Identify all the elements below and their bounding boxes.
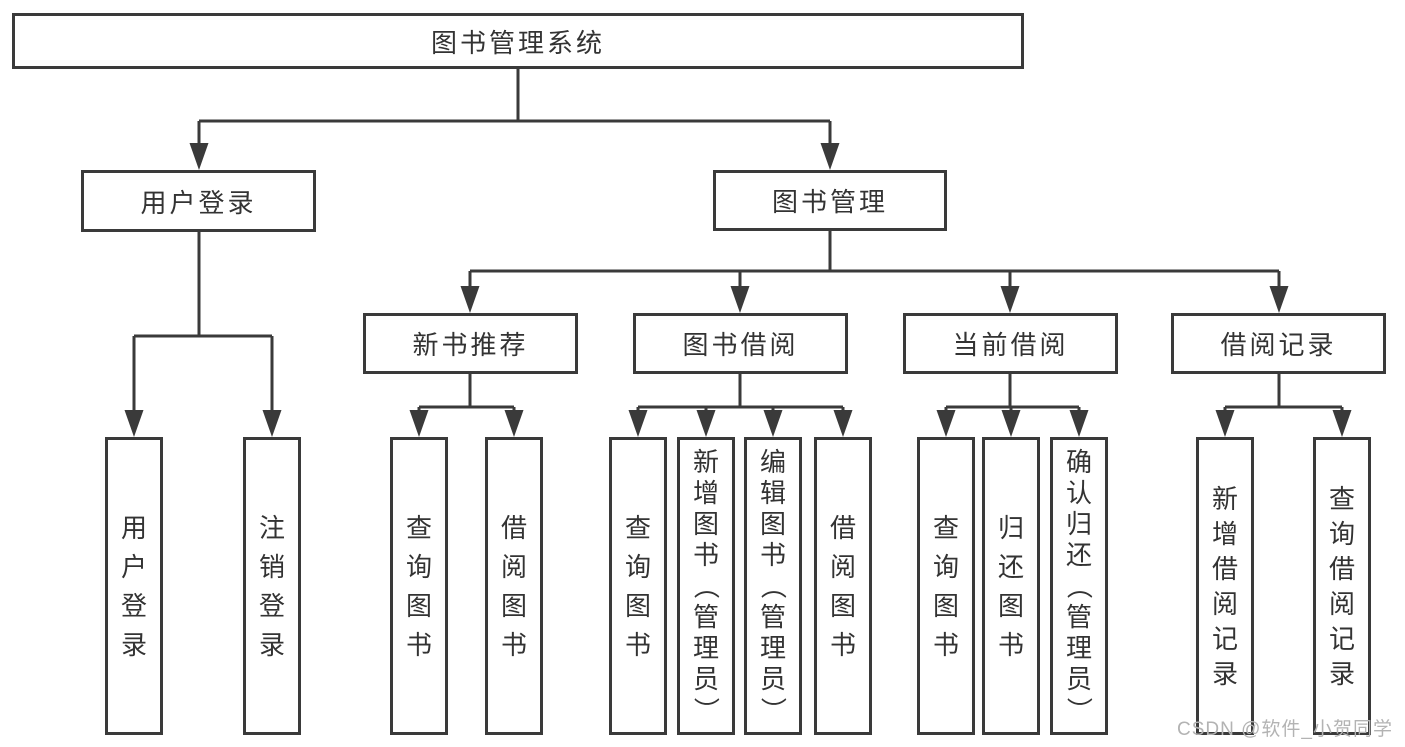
leaf-add-book-admin: 新增图书（管理员） bbox=[677, 437, 735, 735]
node-user-login: 用户登录 bbox=[81, 170, 316, 232]
leaf-logout: 注销登录 bbox=[243, 437, 301, 735]
leaf-edit-book-admin: 编辑图书（管理员） bbox=[744, 437, 802, 735]
node-book-management: 图书管理 bbox=[713, 170, 947, 231]
leaf-borrow-books: 借阅图书 bbox=[814, 437, 872, 735]
node-current-borrow: 当前借阅 bbox=[903, 313, 1118, 374]
leaf-return-books: 归还图书 bbox=[982, 437, 1040, 735]
node-borrow-records: 借阅记录 bbox=[1171, 313, 1386, 374]
csdn-watermark: CSDN @软件_小贺同学 bbox=[1177, 719, 1393, 740]
node-new-book-recommend: 新书推荐 bbox=[363, 313, 578, 374]
leaf-add-borrow-record: 新增借阅记录 bbox=[1196, 437, 1254, 735]
leaf-query-borrow-record: 查询借阅记录 bbox=[1313, 437, 1371, 735]
arrowheads bbox=[124, 143, 1352, 437]
leaf-query-books-borrow: 查询图书 bbox=[609, 437, 667, 735]
leaf-user-login: 用户登录 bbox=[105, 437, 163, 735]
leaf-query-books-current: 查询图书 bbox=[917, 437, 975, 735]
leaf-query-books-recommend: 查询图书 bbox=[390, 437, 448, 735]
node-library-management-system: 图书管理系统 bbox=[12, 13, 1024, 69]
leaf-borrow-books-recommend: 借阅图书 bbox=[485, 437, 543, 735]
leaf-confirm-return-admin: 确认归还（管理员） bbox=[1050, 437, 1108, 735]
node-book-borrow: 图书借阅 bbox=[633, 313, 848, 374]
